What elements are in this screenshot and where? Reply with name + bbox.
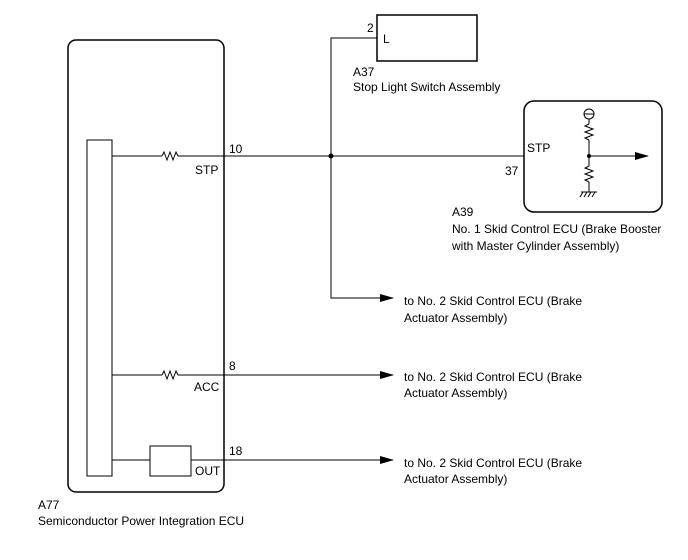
pulldown-resistor: [583, 165, 595, 183]
destination-2-line1: to No. 2 Skid Control ECU (Brake: [404, 370, 582, 384]
pin-number-out: 18: [229, 444, 243, 458]
stp-resistor: [161, 150, 179, 162]
output-driver-block: [149, 445, 192, 477]
a77-code: A77: [38, 498, 60, 512]
a37-terminal-label: L: [383, 32, 390, 46]
a39-pin-number: 37: [505, 164, 519, 178]
destination-3-line2: Actuator Assembly): [404, 472, 507, 486]
stop-light-switch-box: [376, 14, 478, 62]
pin-number-stp: 10: [229, 142, 243, 156]
pin-number-acc: 8: [229, 359, 236, 373]
a39-terminal-label: STP: [527, 141, 550, 155]
branch-wire-1: [330, 156, 394, 302]
terminal-label-out: OUT: [195, 464, 221, 478]
acc-resistor: [161, 369, 179, 381]
destination-1-line2: Actuator Assembly): [404, 311, 507, 325]
a77-name: Semiconductor Power Integration ECU: [38, 514, 244, 528]
pullup-resistor: [583, 123, 595, 141]
a39-name-line1: No. 1 Skid Control ECU (Brake Booster: [452, 222, 661, 236]
destination-3-line1: to No. 2 Skid Control ECU (Brake: [404, 456, 582, 470]
a37-code: A37: [353, 65, 375, 79]
destination-2-line2: Actuator Assembly): [404, 386, 507, 400]
ecu-a77-internal-bar: [86, 139, 113, 477]
stop-light-switch-wire: [330, 37, 377, 156]
a39-name-line2: with Master Cylinder Assembly): [451, 239, 619, 253]
terminal-label-acc: ACC: [194, 380, 220, 394]
a37-pin-number: 2: [367, 21, 374, 35]
a39-code: A39: [452, 205, 474, 219]
destination-1-line1: to No. 2 Skid Control ECU (Brake: [404, 294, 582, 308]
a37-name: Stop Light Switch Assembly: [353, 80, 500, 94]
ground-icon: [579, 191, 597, 198]
terminal-label-stp: STP: [195, 163, 218, 177]
